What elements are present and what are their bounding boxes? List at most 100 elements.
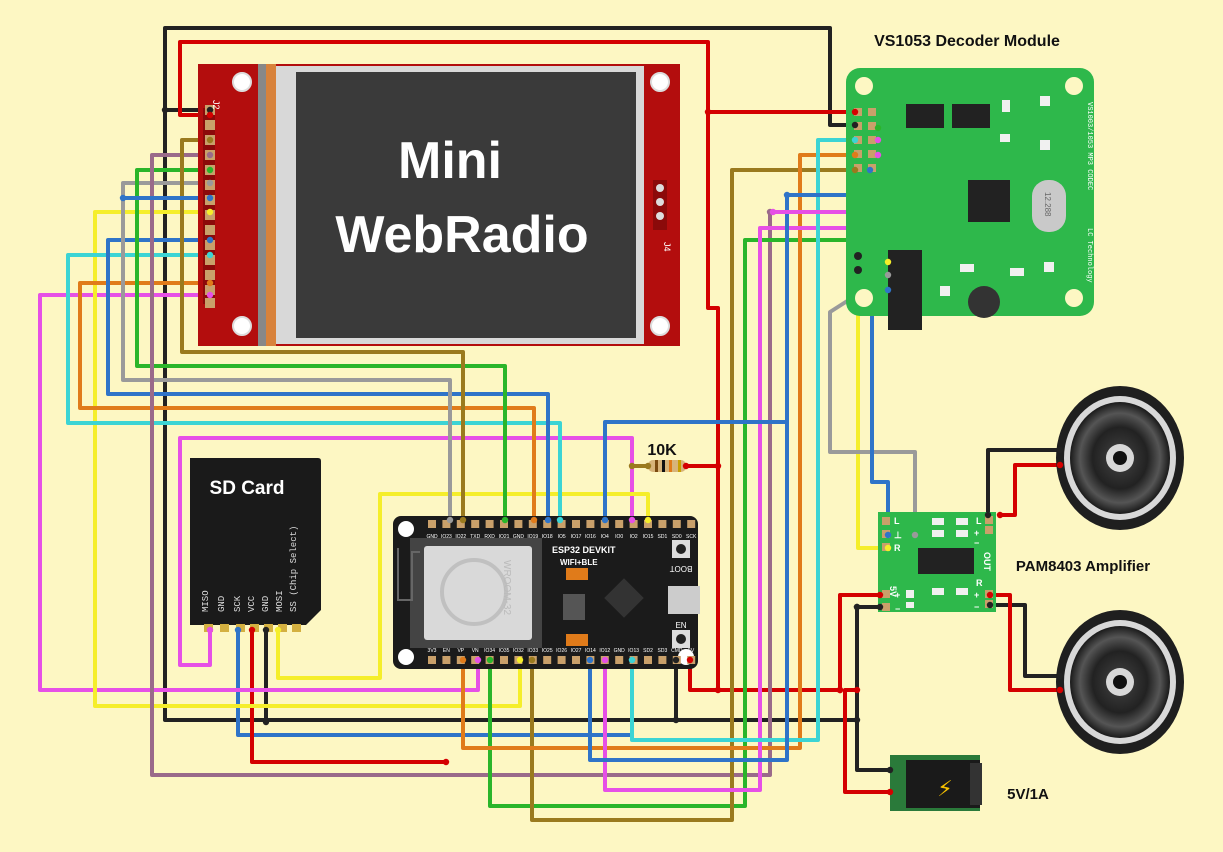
esp32-pin-bottom-sd2 <box>644 656 652 664</box>
sd-pin-gnd1: GND <box>217 596 227 612</box>
vs1053-title: VS1053 Decoder Module <box>874 33 1060 50</box>
sd-pin-vcc: VCC <box>247 595 257 612</box>
wire-endpoint <box>853 686 861 694</box>
esp32-pin-top-sd1 <box>658 520 667 528</box>
pam-mark-l-in: L <box>894 516 900 526</box>
wire-endpoint <box>234 626 242 634</box>
wire-endpoint <box>886 788 894 796</box>
wire-endpoint <box>459 516 467 524</box>
wire-endpoint <box>1056 461 1064 469</box>
wire-blue-top <box>603 193 789 522</box>
esp32-pin-top-io22 <box>456 520 465 528</box>
wire-endpoint <box>644 462 652 470</box>
wire-endpoint <box>1056 672 1064 680</box>
esp32-pin-label-bottom: EN <box>443 648 450 654</box>
tft-j2-label: J2 <box>211 100 221 110</box>
pam-mark-out: OUT <box>982 552 992 572</box>
wire-endpoint <box>628 462 636 470</box>
wire-endpoint <box>459 656 467 664</box>
wire-endpoint <box>601 516 609 524</box>
esp32-pin-label-bottom: IO27 <box>571 648 582 654</box>
wire-black-spk2 <box>988 603 1062 678</box>
esp32-pin-top-io19 <box>528 520 537 528</box>
display-title-line2: WebRadio <box>335 206 588 264</box>
wire-magenta-sd-miso <box>178 436 634 667</box>
tft-j4-label: J4 <box>662 242 672 252</box>
sd-pin-ss: SS (Chip Select) <box>289 526 299 612</box>
wire-endpoint <box>714 462 722 470</box>
wire-red-spk2 <box>988 593 1062 692</box>
esp32-pin-label-top: GND <box>513 534 525 540</box>
wire-endpoint <box>206 166 214 174</box>
wire-endpoint <box>836 686 844 694</box>
esp32-pin-label-bottom: IO12 <box>599 648 610 654</box>
wire-endpoint <box>866 166 874 174</box>
wire-endpoint <box>851 121 859 129</box>
wire-cyan-vs <box>630 138 857 742</box>
wire-endpoint <box>986 591 994 599</box>
esp32-pin-label-bottom: SD2 <box>643 648 653 654</box>
speaker-top <box>1056 386 1184 530</box>
esp32-pin-top-rxd <box>485 520 494 528</box>
esp32-pin-bottom-en <box>442 656 451 664</box>
wire-endpoint <box>783 191 791 199</box>
wire-endpoint <box>486 656 494 664</box>
esp32-pin-label-top: GND <box>426 534 438 540</box>
esp32-pin-label-top: TXD <box>470 534 480 540</box>
esp32-pin-top-gnd <box>514 520 523 528</box>
wire-endpoint <box>986 601 994 609</box>
wire-brown-tft <box>180 138 465 522</box>
esp32-antenna <box>397 548 420 601</box>
pam8403-title: PAM8403 Amplifier <box>1016 558 1150 575</box>
esp32-pin-bottom-3v3 <box>428 656 436 664</box>
tft-display: J2 J4 Mini WebRadio <box>198 64 680 346</box>
sd-card-title: SD Card <box>210 478 285 499</box>
power-jack: ⚡ <box>890 755 982 811</box>
esp32-devkit: WROOM-32 ESP32 DEVKIT WIFI+BLE BOOT EN G… <box>393 516 700 669</box>
wire-endpoint <box>686 656 694 664</box>
esp32-pin-label-bottom: IO35 <box>499 648 510 654</box>
wire-endpoint <box>556 516 564 524</box>
pam-mark-r-out: R <box>976 578 983 588</box>
vs1053-crystal-text: 12.288 <box>1043 192 1052 217</box>
esp32-pin-label-bottom: IO26 <box>556 648 567 654</box>
pam-mark-minus: − <box>895 604 900 614</box>
wire-endpoint <box>672 716 680 724</box>
wire-cyan-tft <box>66 253 562 522</box>
wire-endpoint <box>769 208 777 216</box>
sd-pin-mosi: MOSI <box>275 590 285 612</box>
power-label: 5V/1A <box>1007 786 1049 803</box>
wire-endpoint <box>528 656 536 664</box>
vs1053-side-text-2: LC Technology <box>1085 228 1093 283</box>
esp32-pin-label-bottom: IO25 <box>542 648 553 654</box>
esp32-pin-label-bottom: 3V3 <box>428 648 437 654</box>
esp32-pin-top-io21 <box>500 520 508 528</box>
wire-endpoint <box>206 106 214 114</box>
wire-endpoint <box>628 516 636 524</box>
esp32-en-label: EN <box>675 621 686 630</box>
wire-endpoint <box>886 766 894 774</box>
wire-endpoint <box>206 151 214 159</box>
esp32-pin-label-top: IO21 <box>499 534 510 540</box>
esp32-pin-label-top: IO18 <box>542 534 553 540</box>
wire-endpoint <box>586 656 594 664</box>
esp32-pin-top-io17 <box>572 520 580 528</box>
wire-endpoint <box>530 516 538 524</box>
wire-endpoint <box>206 291 214 299</box>
esp32-pin-label-bottom: 5V <box>688 648 695 654</box>
wire-endpoint <box>161 106 169 114</box>
pam-mark-5v: 5V <box>888 586 898 597</box>
esp32-pin-bottom-sd3 <box>658 656 667 664</box>
esp32-pin-label-bottom: CMD <box>671 648 683 654</box>
pam-mark-plus: + <box>895 590 900 600</box>
wire-endpoint <box>206 236 214 244</box>
esp32-pin-top-io0 <box>615 520 624 528</box>
esp32-pin-top-io5 <box>557 520 566 528</box>
esp32-pin-label-bottom: IO14 <box>585 648 596 654</box>
esp32-title: ESP32 DEVKIT <box>552 545 616 555</box>
wire-endpoint <box>911 531 919 539</box>
vs1053-module: 12.288 VS1003/1053 MP3 CODEC LC Technolo… <box>846 68 1094 330</box>
esp32-pin-label-top: RXD <box>484 534 495 540</box>
wire-yellow-sd-mosi <box>276 492 650 680</box>
esp32-boot-label: BOOT <box>670 564 693 573</box>
